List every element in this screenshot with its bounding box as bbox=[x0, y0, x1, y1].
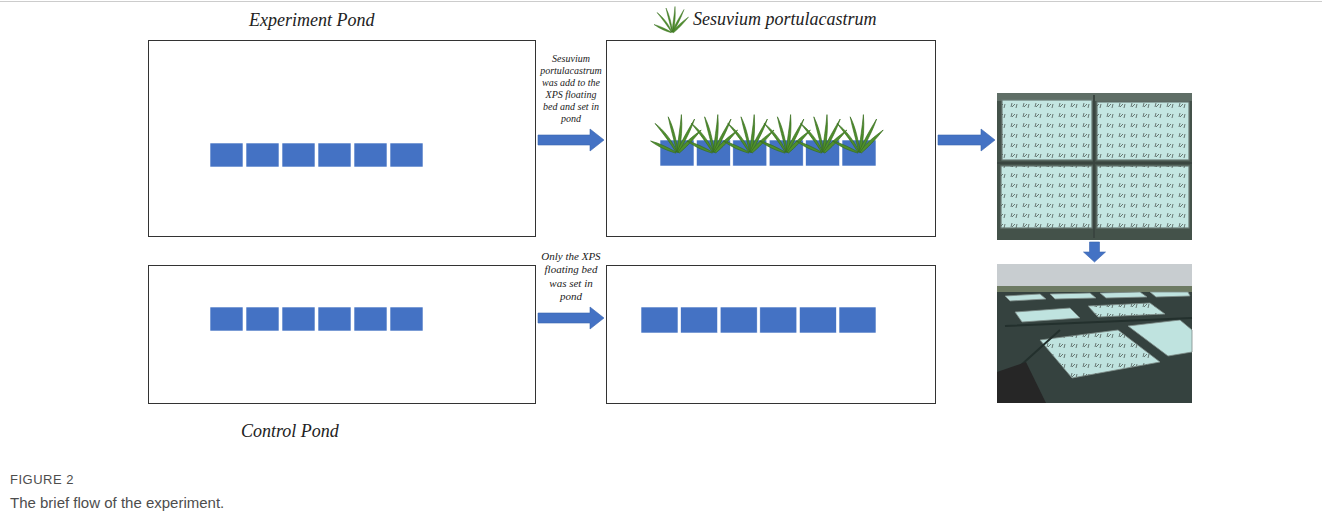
block-arrow bbox=[538, 307, 604, 329]
figure-caption: The brief flow of the experiment. bbox=[10, 494, 224, 511]
pond-label: Experiment Pond bbox=[249, 10, 374, 32]
arrow-label: Only the XPS floating bed was set in pon… bbox=[538, 250, 604, 303]
pond-label: Control Pond bbox=[241, 421, 339, 443]
photo-frame bbox=[997, 264, 1192, 403]
pond-box bbox=[606, 265, 936, 404]
top-rule bbox=[0, 1, 1322, 2]
pond-box: Control Pond bbox=[148, 265, 536, 404]
pond-box: Experiment Pond bbox=[148, 40, 536, 237]
block-arrow bbox=[938, 129, 995, 151]
block-arrow bbox=[538, 129, 604, 151]
arrow-label: Sesuvium portulacastrum was add to the X… bbox=[538, 53, 604, 125]
pond-photo bbox=[997, 93, 1192, 240]
pond-photo bbox=[997, 264, 1192, 403]
pond-box: Sesuvium portulacastrum bbox=[606, 40, 936, 237]
plants bbox=[651, 7, 884, 154]
block-arrow bbox=[1084, 242, 1106, 262]
figure-number: FIGURE 2 bbox=[10, 472, 74, 487]
photo-frame bbox=[997, 93, 1192, 240]
pond-label: Sesuvium portulacastrum bbox=[693, 9, 877, 31]
